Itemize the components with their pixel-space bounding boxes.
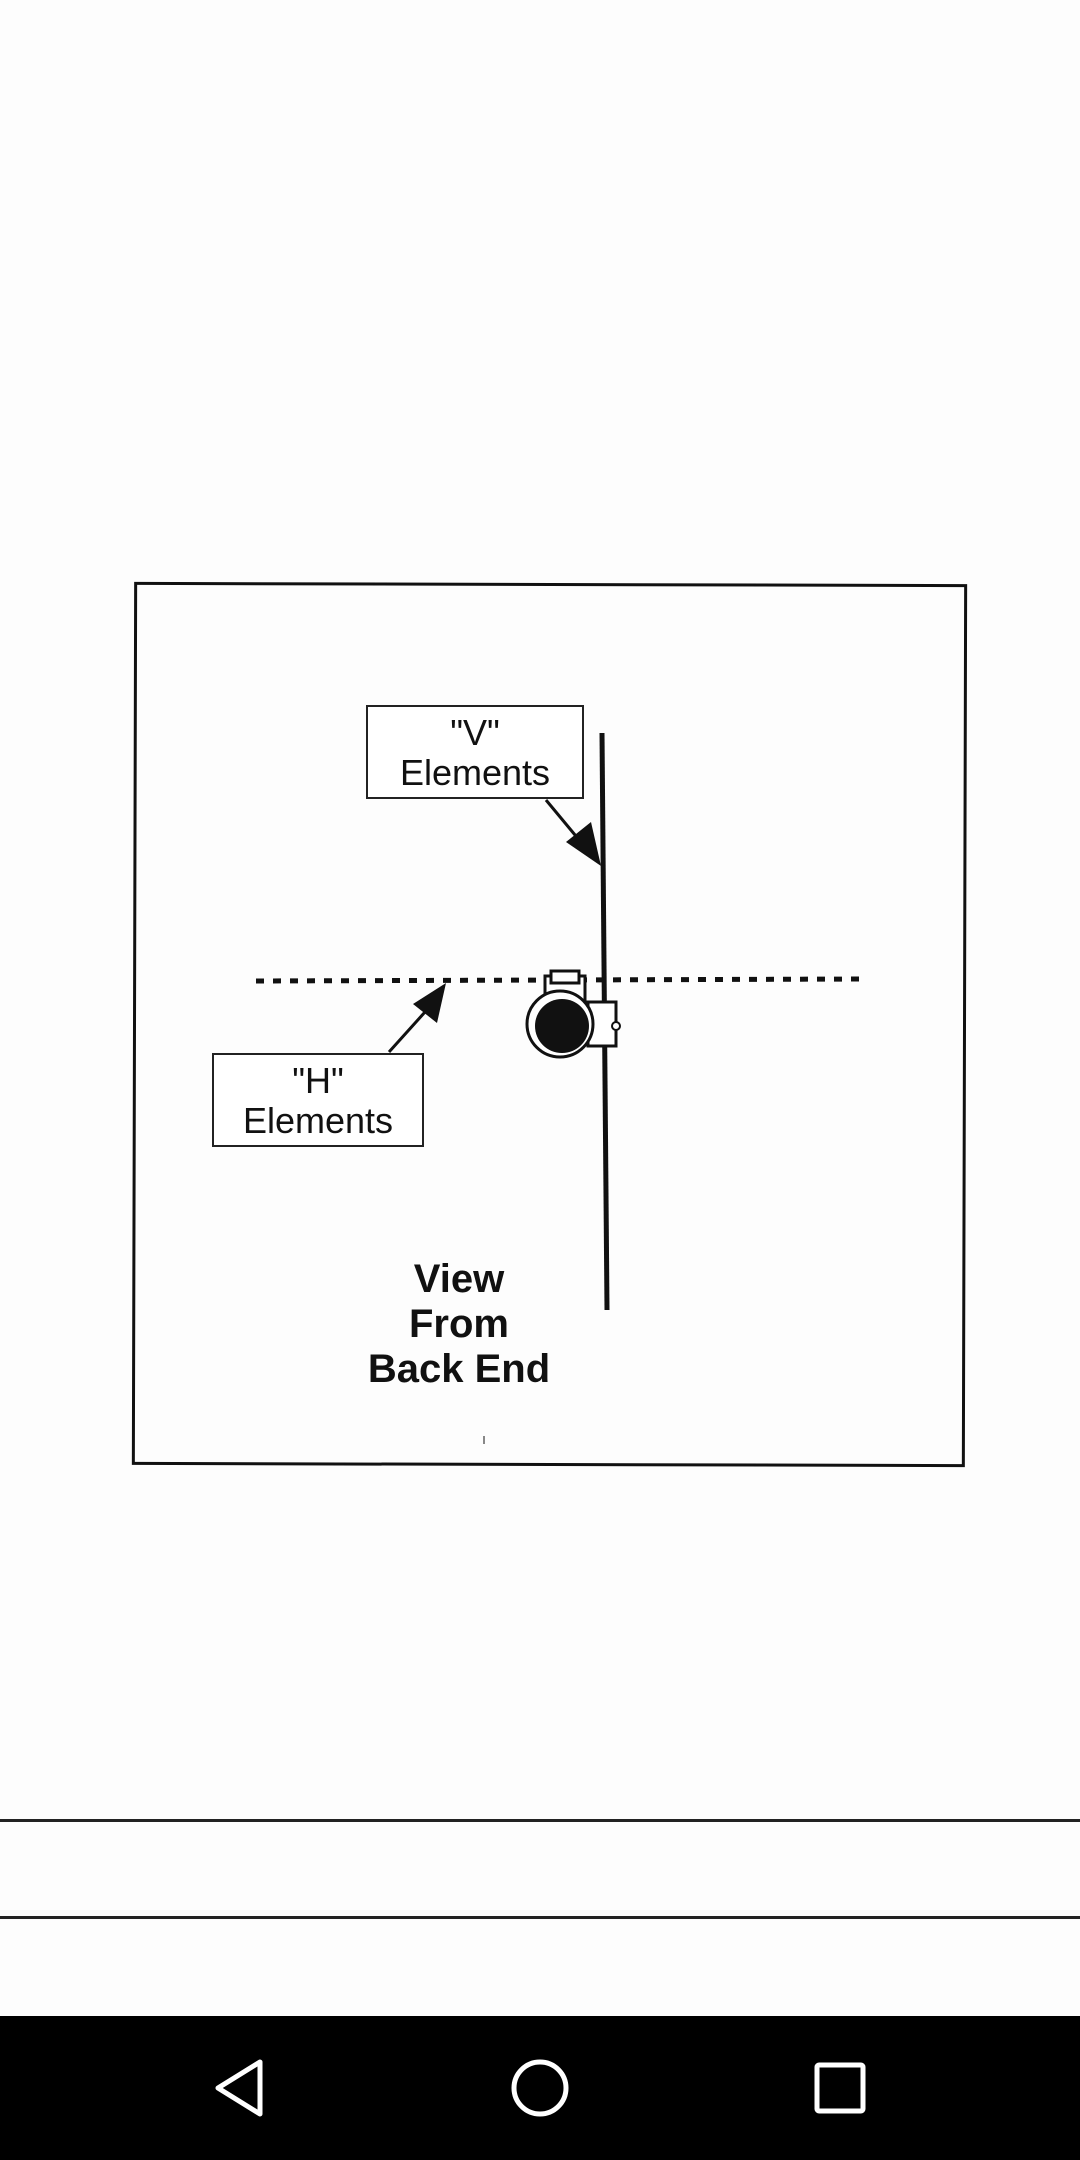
caption-line2: From	[409, 1302, 509, 1346]
page-divider	[0, 1819, 1080, 1822]
v-label-line1: "V"	[450, 712, 500, 753]
antenna-diagram	[255, 732, 863, 1444]
page-divider	[0, 1916, 1080, 1919]
h-elements-label: "H" Elements	[212, 1053, 424, 1147]
v-elements-label: "V" Elements	[366, 705, 584, 799]
v-arrow-head	[566, 822, 601, 866]
v-label-line2: Elements	[399, 752, 551, 793]
h-label-line1: "H"	[292, 1060, 344, 1101]
diagram-caption: View From Back End	[330, 1257, 588, 1392]
home-button[interactable]	[480, 2016, 600, 2160]
h-arrow-shaft	[387, 1010, 427, 1054]
recents-button[interactable]	[780, 2016, 900, 2160]
square-recents-icon	[814, 2062, 866, 2114]
circle-home-icon	[511, 2059, 569, 2117]
caption-line1: View	[413, 1257, 505, 1301]
document-page: "V" Elements "H" Elements View From Back…	[0, 581, 1080, 1919]
h-arrow-head	[413, 983, 446, 1023]
rotor-mount-icon	[525, 969, 621, 1059]
triangle-back-icon	[215, 2059, 263, 2117]
h-label-line2: Elements	[242, 1100, 394, 1141]
back-button[interactable]	[180, 2016, 300, 2160]
navigation-bar	[0, 2016, 1080, 2160]
caption-line3: Back End	[367, 1347, 551, 1391]
